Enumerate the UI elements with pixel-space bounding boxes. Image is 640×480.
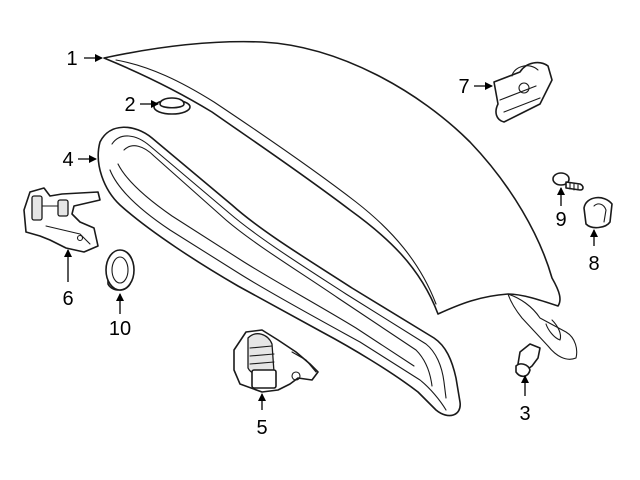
lock-actuator xyxy=(233,329,319,393)
screw xyxy=(552,172,584,191)
grommet xyxy=(105,249,135,291)
bumper-stop xyxy=(583,196,613,229)
weatherstrip-seal xyxy=(97,126,461,417)
callout-4: 4 xyxy=(62,149,73,171)
callout-labels: 1 2 4 7 6 10 5 9 8 3 xyxy=(62,48,599,439)
callout-7: 7 xyxy=(458,76,469,98)
clip xyxy=(515,343,541,378)
callout-2: 2 xyxy=(124,94,135,116)
callout-6: 6 xyxy=(62,288,73,310)
trunk-hinge xyxy=(23,187,101,253)
plug-bumper xyxy=(153,97,191,115)
callout-8: 8 xyxy=(588,253,599,275)
trunk-latch xyxy=(493,61,553,123)
callout-10: 10 xyxy=(109,318,131,340)
trunk-lid xyxy=(103,40,578,360)
callout-3: 3 xyxy=(519,403,530,425)
callout-9: 9 xyxy=(555,209,566,231)
leader-lines xyxy=(64,54,598,410)
callout-1: 1 xyxy=(66,48,77,70)
callout-5: 5 xyxy=(256,417,267,439)
